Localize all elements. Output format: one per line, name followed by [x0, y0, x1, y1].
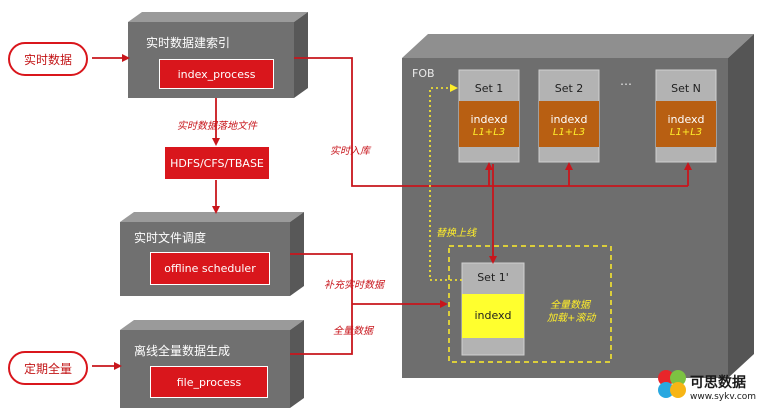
edge-label-drop-file: 实时数据落地文件	[177, 121, 257, 132]
fob-title: FOB	[412, 67, 435, 80]
input-periodic-full: 定期全量	[8, 351, 88, 385]
set-2-levels: L1+L3	[552, 127, 586, 138]
set-1-label: Set 1	[474, 82, 504, 95]
file-process-block: file_process	[150, 366, 268, 398]
set-n-label: Set N	[671, 82, 701, 95]
line-realtime-store	[294, 57, 688, 187]
set-2-index: indexd	[550, 113, 588, 126]
set-n-levels: L1+L3	[669, 127, 703, 138]
set-1-prime-index: indexd	[474, 309, 512, 322]
full-data-label: 全量数据	[550, 300, 590, 311]
new-set-dashed-region	[448, 245, 612, 363]
scheduler-process-block: offline scheduler	[150, 252, 270, 285]
load-roll-label: 加载+滚动	[547, 313, 596, 324]
input-realtime-data: 实时数据	[8, 42, 88, 76]
set-2-label: Set 2	[554, 82, 584, 95]
storage-block: HDFS/CFS/TBASE	[164, 146, 270, 180]
set-1-index: indexd	[470, 113, 508, 126]
set-1-prime-column	[461, 262, 525, 356]
set-ellipsis: …	[620, 74, 632, 88]
index-build-title: 实时数据建索引	[146, 36, 231, 50]
set-1-prime-label: Set 1'	[477, 271, 509, 284]
offline-title: 离线全量数据生成	[134, 344, 231, 358]
set-n-index: indexd	[667, 113, 705, 126]
edge-label-supplement: 补充实时数据	[324, 280, 384, 291]
set-1-column	[458, 69, 520, 163]
edge-label-full-data: 全量数据	[333, 326, 373, 337]
index-process-block: index_process	[159, 59, 274, 89]
arrow-swap-online	[429, 84, 462, 281]
edge-label-realtime-store: 实时入库	[330, 146, 370, 157]
swap-online-label: 替换上线	[436, 228, 476, 239]
watermark-url: www.sykv.com	[690, 392, 757, 402]
set-n-column	[655, 69, 717, 163]
watermark-brand: 可思数据	[690, 375, 746, 391]
set-1-levels: L1+L3	[472, 127, 506, 138]
scheduler-title: 实时文件调度	[134, 231, 207, 245]
set-2-column	[538, 69, 600, 163]
